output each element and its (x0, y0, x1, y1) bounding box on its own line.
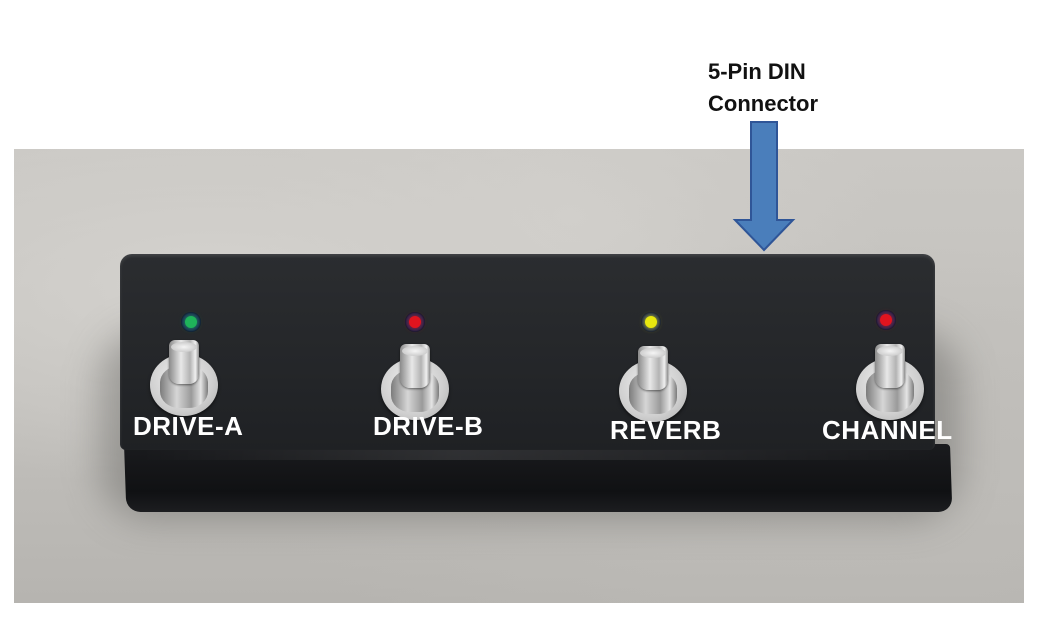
led-channel (876, 310, 896, 330)
switch-cap (400, 344, 430, 388)
led-drive-b-light (409, 316, 421, 328)
footswitch-channel[interactable] (856, 344, 926, 420)
switch-cap (169, 340, 199, 384)
footswitch-drive-b[interactable] (381, 344, 451, 420)
arrow-shape (732, 121, 796, 252)
switch-cap (875, 344, 905, 388)
din-connector-annotation: 5-Pin DIN Connector (708, 56, 818, 120)
footswitch-reverb[interactable] (619, 346, 689, 422)
annotation-line-1: 5-Pin DIN (708, 59, 806, 84)
label-reverb: REVERB (610, 415, 722, 445)
led-drive-b (405, 312, 425, 332)
pedal-enclosure-top (120, 254, 935, 450)
led-reverb-light (645, 316, 657, 328)
label-channel: CHANNEL (822, 415, 953, 445)
annotation-line-2: Connector (708, 91, 818, 116)
led-drive-a-light (185, 316, 197, 328)
switch-cap (638, 346, 668, 390)
led-channel-light (880, 314, 892, 326)
label-drive-b: DRIVE-B (373, 411, 484, 441)
label-drive-a: DRIVE-A (133, 411, 244, 441)
enclosure-sheen (140, 450, 940, 460)
footswitch-drive-a[interactable] (150, 340, 220, 416)
down-arrow-icon (732, 121, 796, 252)
led-reverb (641, 312, 661, 332)
led-drive-a (181, 312, 201, 332)
